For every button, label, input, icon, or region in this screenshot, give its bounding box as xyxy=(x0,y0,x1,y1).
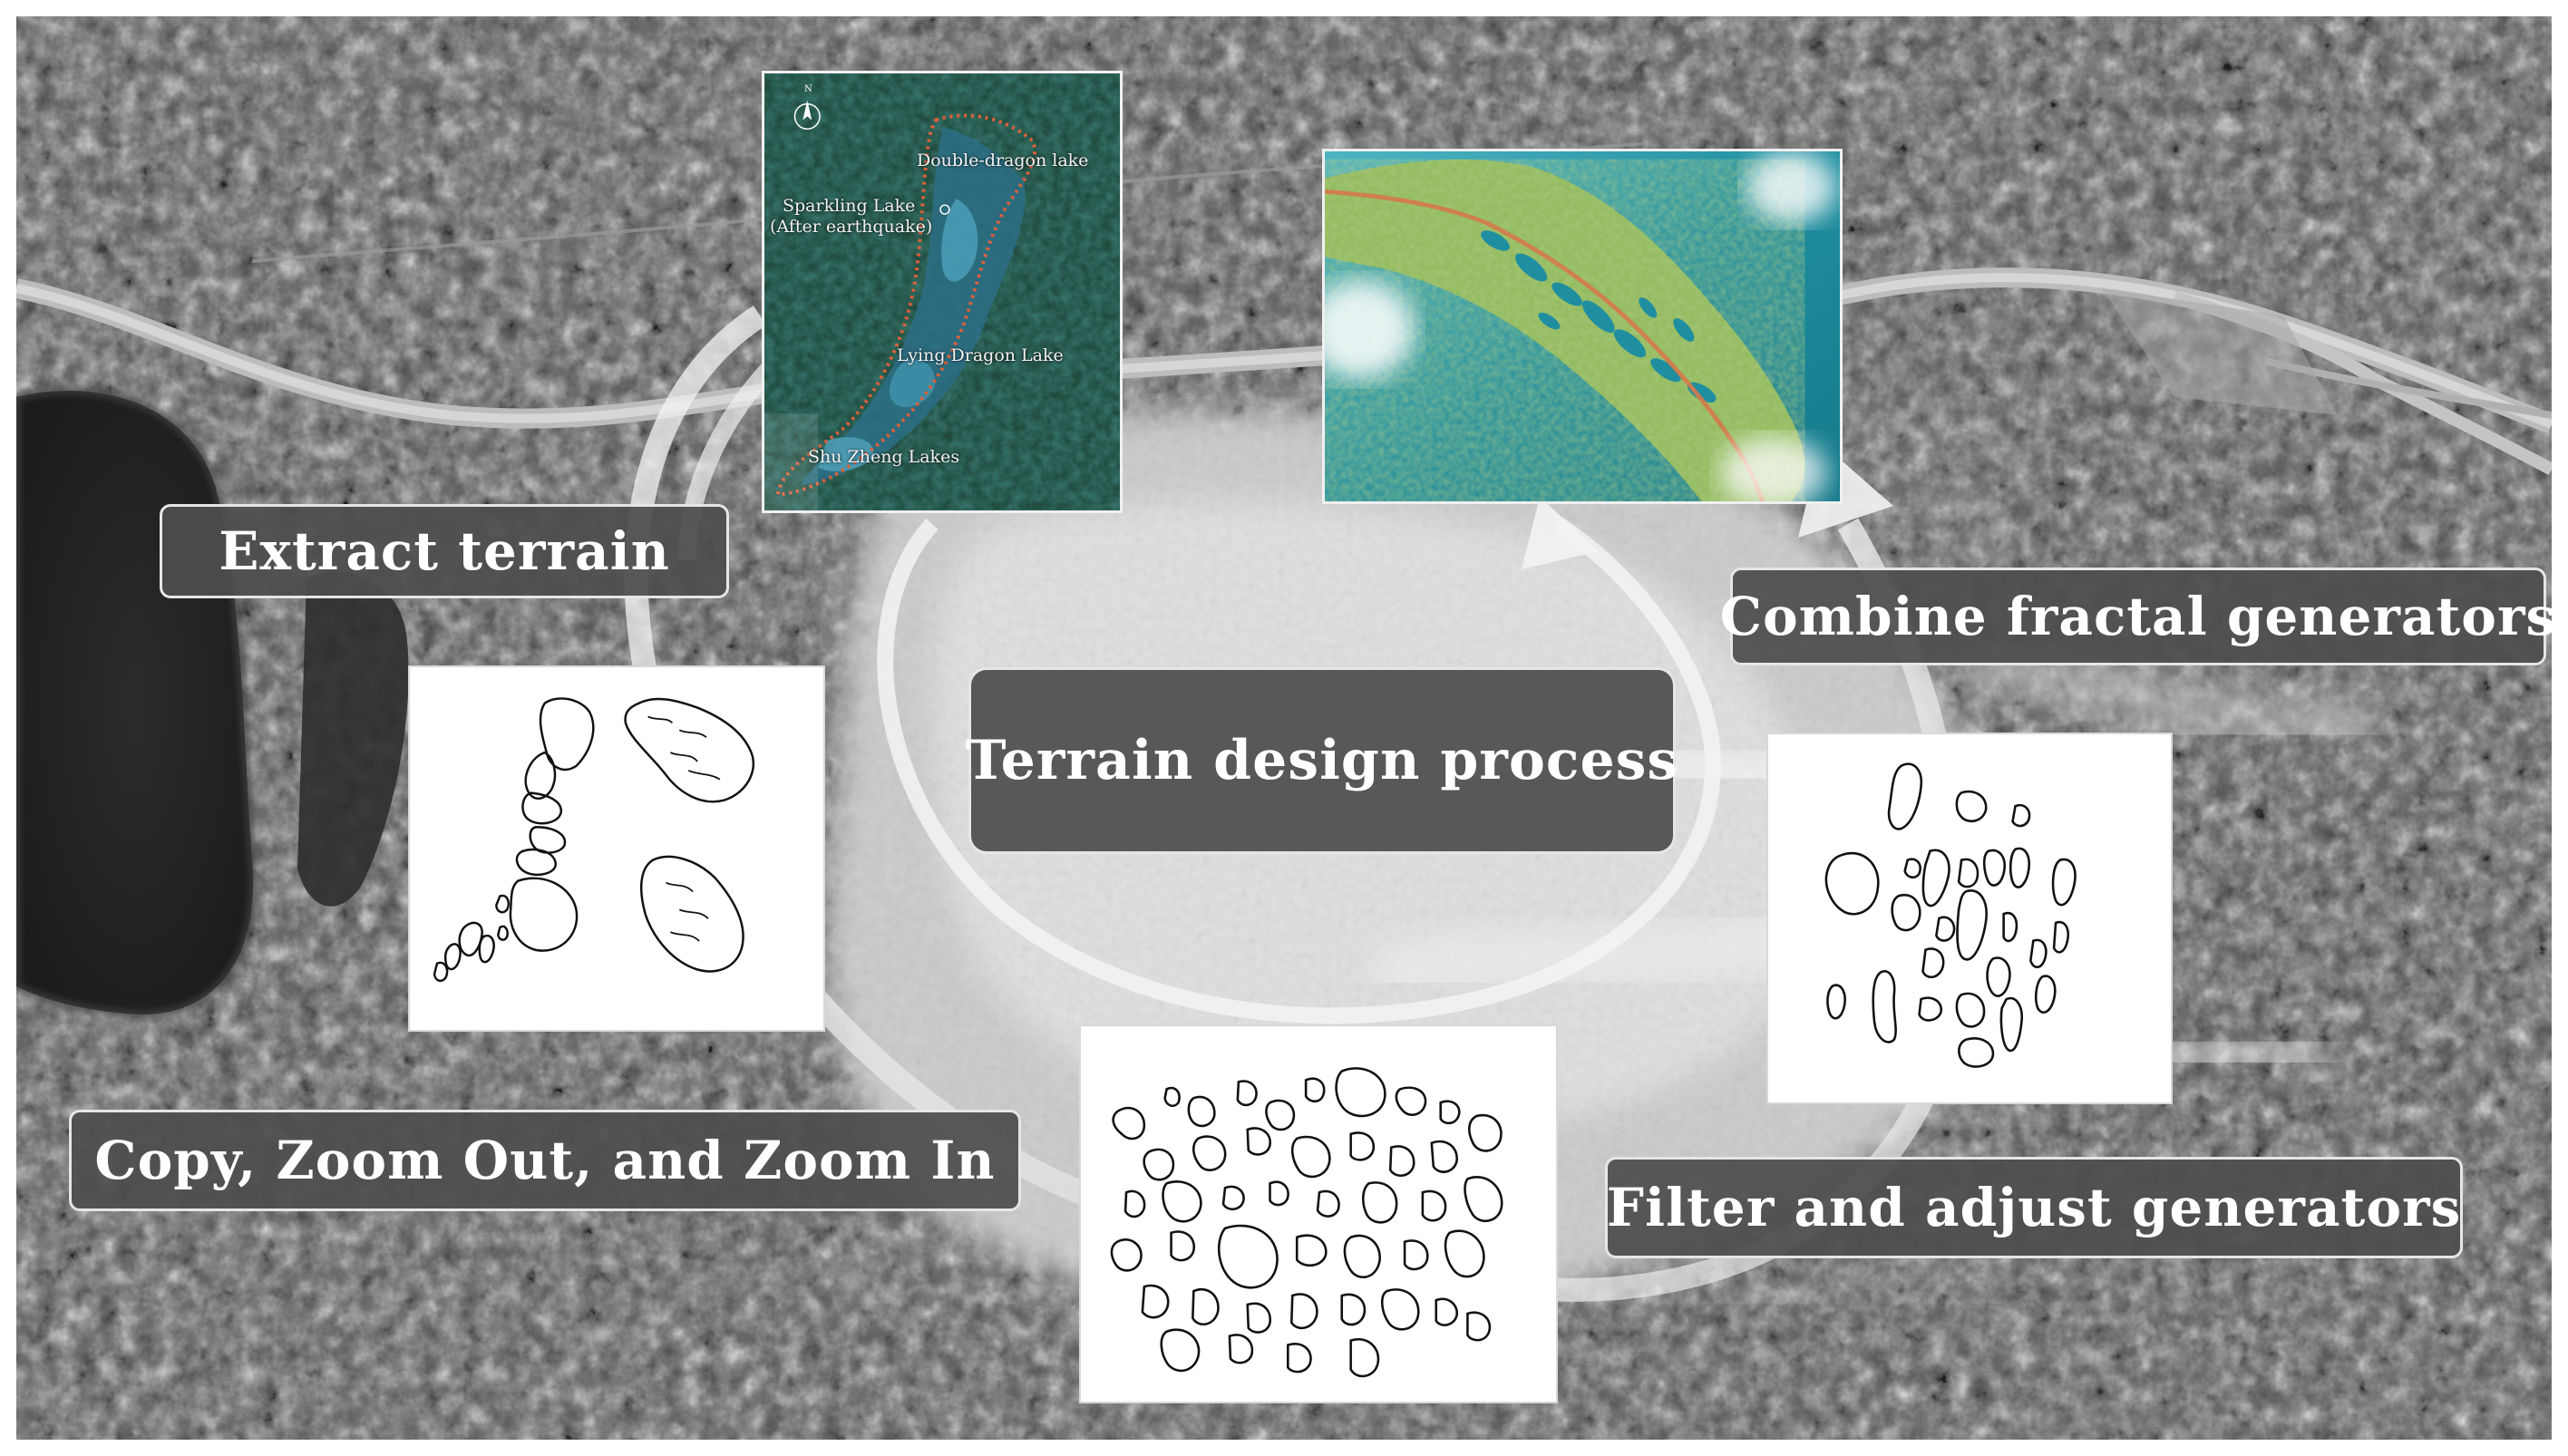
map-label-double-dragon: Double-dragon lake xyxy=(917,150,1089,170)
map-label-sparkling: Sparkling Lake xyxy=(783,196,916,216)
filtered-generators-panel xyxy=(1766,733,2173,1104)
site-map-panel: N Double-dragon lake Sparkling Lake (Aft… xyxy=(762,71,1123,513)
terrain-rendering xyxy=(1325,151,1840,501)
satellite-map xyxy=(764,73,1120,510)
extracted-outlines xyxy=(433,697,755,983)
combined-terrain-panel xyxy=(1322,149,1843,504)
tour-route xyxy=(775,113,1037,497)
extracted-outlines-panel xyxy=(408,665,825,1032)
step-label-combine-fractal-generators: Combine fractal generators xyxy=(1720,568,2552,665)
map-label-after-quake: (After earthquake) xyxy=(770,217,933,237)
center-label-terrain-design-process: Terrain design process xyxy=(966,667,1678,854)
filtered-generators xyxy=(1824,762,2077,1068)
step-label-extract-terrain: Extract terrain xyxy=(160,504,729,598)
map-label-lying-dragon: Lying Dragon Lake xyxy=(897,345,1064,365)
copied-generators xyxy=(1110,1067,1503,1378)
step-label-copy-zoom: Copy, Zoom Out, and Zoom In xyxy=(69,1110,1021,1211)
step-label-filter-adjust: Filter and adjust generators xyxy=(1605,1157,2463,1258)
map-label-shu-zheng: Shu Zheng Lakes xyxy=(808,447,960,467)
diagram-canvas: N Double-dragon lake Sparkling Lake (Aft… xyxy=(16,16,2552,1440)
compass-north: N xyxy=(804,84,812,94)
copied-generators-panel xyxy=(1079,1024,1558,1403)
